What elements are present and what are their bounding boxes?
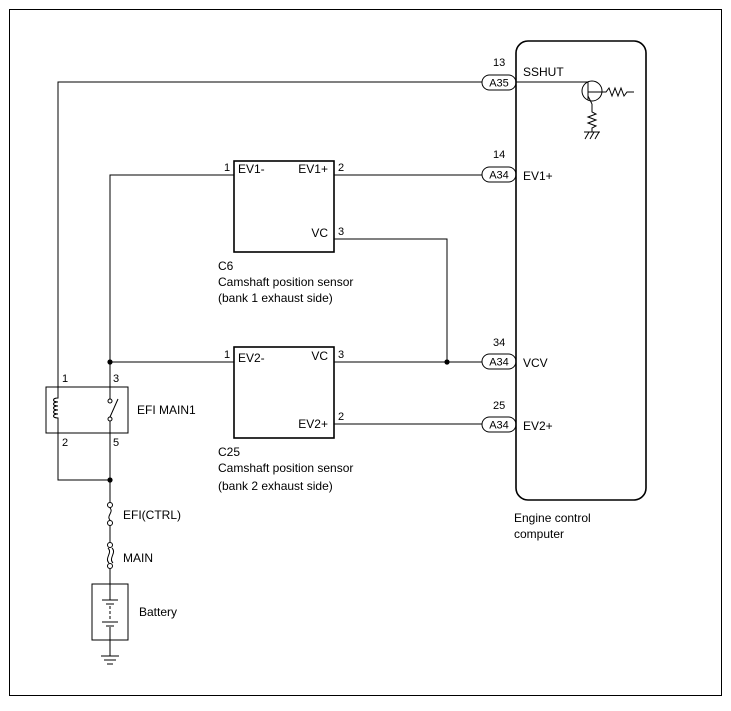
battery-label: Battery bbox=[139, 605, 177, 619]
battery-ground-icon bbox=[101, 640, 119, 665]
ecu-terminal-sshut: 13 bbox=[493, 57, 505, 69]
sensor-c25-pinno-vc: 3 bbox=[338, 349, 344, 361]
sensor-c6-pinno-vc: 3 bbox=[338, 226, 344, 238]
junction-dot bbox=[107, 477, 113, 483]
ecu-signal-ev1p: EV1+ bbox=[523, 169, 553, 183]
diagram-frame bbox=[9, 9, 722, 696]
ecu-name-line2: computer bbox=[514, 527, 564, 541]
junction-dot bbox=[444, 359, 450, 365]
ecu-connector-sshut: A35 bbox=[481, 74, 517, 91]
junction-dot bbox=[107, 359, 113, 365]
ecu-signal-sshut: SSHUT bbox=[523, 65, 564, 79]
ecu-connector-vcv: A34 bbox=[481, 353, 517, 370]
sensor-c6-pinno-ev1p: 2 bbox=[338, 162, 344, 174]
relay-switch-icon bbox=[107, 393, 119, 433]
wire-vc1 bbox=[334, 238, 448, 362]
sensor-c6-pinno-ev1m: 1 bbox=[224, 162, 230, 174]
ecu-name-line1: Engine control bbox=[514, 511, 591, 525]
ecu-terminal-ev2p: 25 bbox=[493, 400, 505, 412]
fuse-main-label: MAIN bbox=[123, 551, 153, 565]
sensor-c25-side: (bank 2 exhaust side) bbox=[218, 479, 333, 493]
sensor-c25-pin-ev2m: EV2- bbox=[238, 351, 265, 365]
sensor-c25-pin-ev2p: EV2+ bbox=[298, 417, 328, 431]
ecu-signal-vcv: VCV bbox=[523, 356, 548, 370]
sensor-c6-code: C6 bbox=[218, 259, 234, 273]
wire-ev1m bbox=[109, 174, 234, 393]
sensor-c6-box bbox=[233, 160, 335, 253]
connector-label: A34 bbox=[489, 357, 509, 369]
ecu-connector-ev2p: A34 bbox=[481, 416, 517, 433]
wire-relay-coil-return bbox=[57, 433, 110, 481]
wire-sshut bbox=[57, 81, 482, 393]
battery-icon bbox=[102, 584, 118, 640]
ground-icon bbox=[584, 131, 600, 140]
ecu-box bbox=[515, 40, 647, 501]
connector-label: A34 bbox=[489, 420, 509, 432]
relay-pin-1: 1 bbox=[62, 373, 68, 385]
relay-pin-3: 3 bbox=[113, 373, 119, 385]
transistor-icon bbox=[516, 80, 634, 132]
sensor-c6-name: Camshaft position sensor bbox=[218, 275, 353, 289]
sensor-c25-pinno-ev2p: 2 bbox=[338, 411, 344, 423]
sensor-c25-pinno-ev2m: 1 bbox=[224, 349, 230, 361]
sensor-c6-pin-ev1p: EV1+ bbox=[298, 162, 328, 176]
fuse-main-icon bbox=[106, 542, 115, 584]
relay-coil-icon bbox=[53, 393, 59, 433]
sensor-c25-code: C25 bbox=[218, 445, 240, 459]
ecu-terminal-ev1p: 14 bbox=[493, 149, 505, 161]
sensor-c6-side: (bank 1 exhaust side) bbox=[218, 291, 333, 305]
ecu-signal-ev2p: EV2+ bbox=[523, 419, 553, 433]
fuse-efi-ctrl-label: EFI(CTRL) bbox=[123, 508, 181, 522]
sensor-c25-name: Camshaft position sensor bbox=[218, 461, 353, 475]
relay-pin-2: 2 bbox=[62, 437, 68, 449]
sensor-c6-pin-ev1m: EV1- bbox=[238, 162, 265, 176]
connector-label: A35 bbox=[489, 78, 509, 90]
relay-name: EFI MAIN1 bbox=[137, 403, 196, 417]
sensor-c6-pin-vc: VC bbox=[311, 226, 328, 240]
sensor-c25-pin-vc: VC bbox=[311, 349, 328, 363]
sensor-c25-box bbox=[233, 346, 335, 439]
fuse-efi-ctrl-icon bbox=[107, 502, 113, 542]
ecu-connector-ev1p: A34 bbox=[481, 166, 517, 183]
relay-box bbox=[45, 386, 129, 434]
ecu-terminal-vcv: 34 bbox=[493, 337, 505, 349]
connector-label: A34 bbox=[489, 170, 509, 182]
relay-pin-5: 5 bbox=[113, 437, 119, 449]
